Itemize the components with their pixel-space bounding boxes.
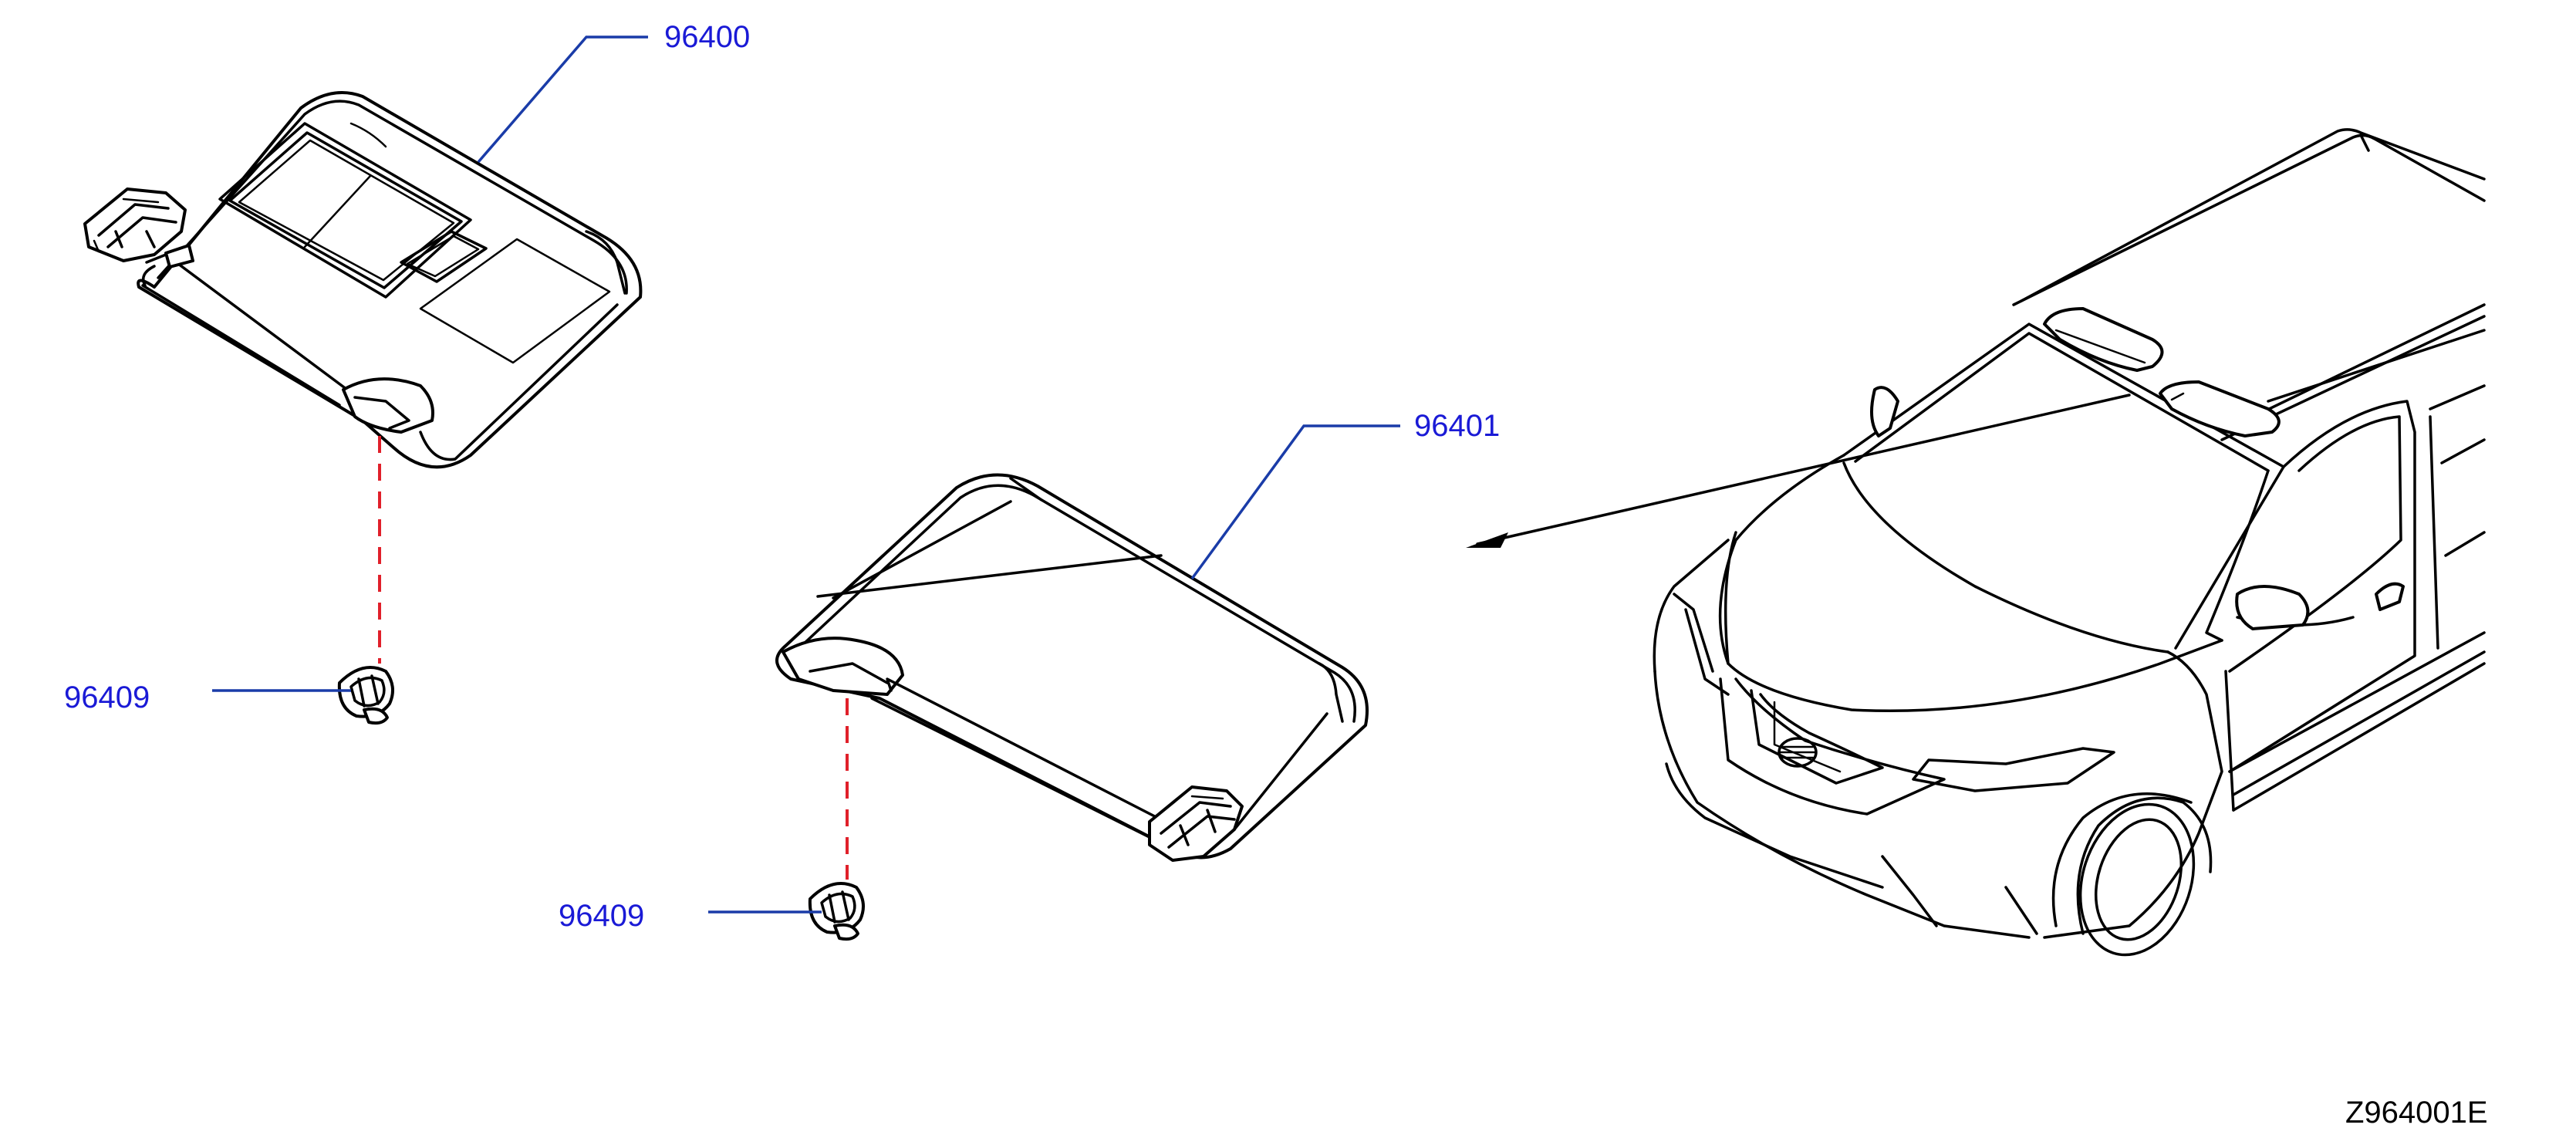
- visor-holder-clip-upper[interactable]: [337, 666, 394, 725]
- part-label-96401[interactable]: 96401: [1414, 409, 1501, 443]
- part-label-96400[interactable]: 96400: [664, 20, 751, 54]
- car-visor-location-right: [2159, 380, 2281, 437]
- car-visor-location-left: [2043, 307, 2164, 372]
- leader-96400: [477, 35, 648, 164]
- visor-pivot-bracket-right: [1148, 785, 1244, 862]
- leader-96401: [1190, 424, 1400, 580]
- part-label-96409-lower[interactable]: 96409: [559, 899, 645, 933]
- diagram-id: Z964001E: [2345, 1096, 2488, 1130]
- part-label-96409-upper[interactable]: 96409: [64, 681, 150, 714]
- visor-pivot-bracket-left: [83, 187, 194, 269]
- sun-visor-96401[interactable]: [775, 473, 1369, 862]
- vehicle-illustration: [1466, 128, 2486, 957]
- leader-lines: [212, 35, 1400, 914]
- brand-emblem: [1778, 737, 1818, 768]
- sun-visor-96400[interactable]: [83, 91, 643, 469]
- visor-holder-clip-lower[interactable]: [808, 882, 865, 941]
- assembly-links: [378, 436, 849, 880]
